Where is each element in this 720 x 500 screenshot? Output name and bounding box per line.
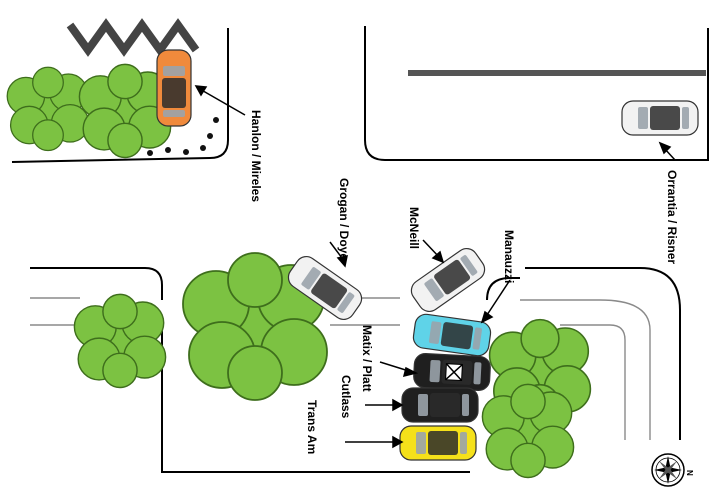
curb-top-left-block xyxy=(11,28,229,163)
car-cyan-manauzzi xyxy=(411,312,493,358)
car-yellow-transam xyxy=(399,425,477,461)
car-orange-hanlon xyxy=(156,49,192,127)
label-orrantia-risner: Orrantia / Risner xyxy=(665,170,679,264)
road-lines xyxy=(11,26,709,473)
label-mcneill: McNeill xyxy=(407,207,421,249)
label-arrows xyxy=(194,85,676,449)
label-cutlass: Cutlass xyxy=(339,375,353,419)
curb-top-right-block xyxy=(364,26,709,161)
median-bar xyxy=(408,70,706,76)
car-white-mcneill xyxy=(406,243,490,317)
labels: Hanlon / Mireles Grogan / Doye McNeill M… xyxy=(249,110,679,454)
label-trans-am: Trans Am xyxy=(305,400,319,454)
label-hanlon-mireles: Hanlon / Mireles xyxy=(249,110,263,202)
curb-bottom-left xyxy=(161,330,470,473)
curb-right-road xyxy=(525,267,681,440)
label-manauzzi: Manauzzi xyxy=(502,230,516,283)
lane-markings xyxy=(30,297,651,440)
curb-dots xyxy=(147,117,219,156)
label-matix-platt: Matix / Platt xyxy=(360,325,374,392)
tree-top-left-1 xyxy=(6,66,90,152)
car-black-matix xyxy=(412,352,492,392)
label-grogan-doye: Grogan / Doye xyxy=(337,178,351,260)
curb-right-inner xyxy=(486,277,520,301)
tree-left-road xyxy=(73,293,167,389)
compass-north-label: N xyxy=(685,470,694,476)
tree-right-lower xyxy=(481,383,575,479)
compass-rose: N xyxy=(651,453,694,487)
car-black-cutlass xyxy=(401,387,479,423)
curb-left-road-top xyxy=(30,267,163,300)
car-white-orrantia xyxy=(621,100,699,136)
zigzag-fence xyxy=(66,18,200,57)
